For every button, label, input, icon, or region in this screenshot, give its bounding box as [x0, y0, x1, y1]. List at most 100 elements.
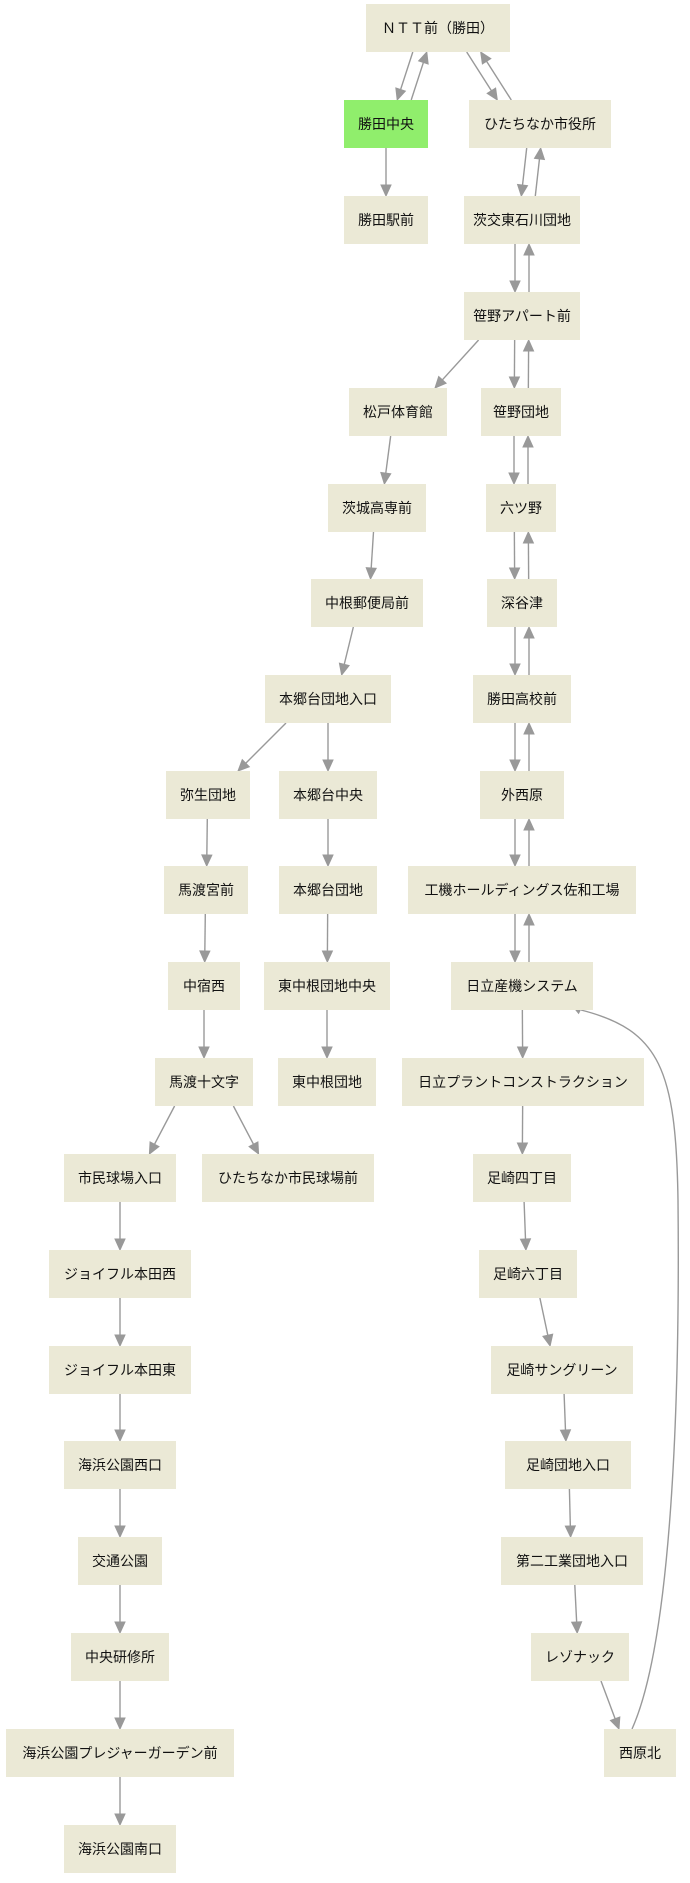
stop-label: 中央研修所: [85, 1650, 155, 1666]
stop-hongodai_danchi: 本郷台団地: [279, 866, 377, 914]
stop-box: [49, 1250, 191, 1298]
stop-label: 海浜公園プレジャーガーデン前: [22, 1745, 217, 1762]
stop-box: [480, 771, 564, 819]
edge-line: [152, 1105, 176, 1147]
edge-sasano_danchi-to-sasano_apart: [522, 338, 535, 389]
stop-label: 茨交東石川団地: [473, 212, 571, 229]
arrowhead: [570, 1621, 583, 1635]
stop-box: [479, 1250, 577, 1298]
stop-box: [71, 1633, 169, 1681]
arrowhead: [609, 1716, 621, 1731]
edge-line: [466, 51, 494, 93]
stop-mutsuno: 六ツ野: [486, 484, 556, 532]
stop-box: [264, 962, 390, 1010]
edge-ashizaki_danchi-to-daini_kogyo: [564, 1488, 577, 1539]
arrowhead: [148, 1141, 160, 1156]
stop-label: 本郷台中央: [293, 788, 363, 804]
edge-yayoi-to-mawatari_miyamae: [201, 818, 213, 868]
edge-line: [384, 435, 392, 476]
arrowhead: [380, 471, 392, 486]
edge-mutsuno-to-sasano_danchi: [522, 434, 534, 484]
edge-fukayatsu-to-mutsuno: [522, 530, 535, 580]
stop-label: 弥生団地: [180, 787, 236, 804]
arrowhead: [322, 759, 334, 773]
stop-box: [279, 866, 377, 914]
arrowhead: [564, 1525, 577, 1539]
edge-matsudo-to-ibaraki_kosen: [380, 435, 392, 486]
stop-label: 茨城高専前: [342, 500, 412, 517]
stop-box: [402, 1058, 644, 1106]
arrowhead: [114, 1238, 126, 1252]
stop-nishihara_kita: 西原北: [604, 1729, 676, 1777]
stop-label: 勝田駅前: [358, 212, 414, 229]
stop-box: [6, 1729, 234, 1777]
stop-ashizaki_sun: 足崎サングリーン: [491, 1346, 633, 1394]
stop-box: [49, 1346, 191, 1394]
stop-box: [408, 866, 636, 914]
stop-label: 笹野アパート前: [473, 308, 571, 325]
stop-box: [311, 579, 423, 627]
route-edges: [114, 50, 679, 1827]
edge-ntt-to-katsuta_chuo: [395, 51, 414, 102]
stop-box: [278, 1058, 376, 1106]
edge-koki-to-sotonishihara: [523, 817, 535, 866]
edge-ibaraki_kosen-to-nakane_yubin: [365, 531, 377, 581]
stop-label: 足崎六丁目: [493, 1267, 563, 1283]
stop-label: 勝田中央: [358, 117, 414, 133]
stop-ntt: ＮＴＴ前（勝田）: [366, 4, 510, 52]
stop-higashinakane: 東中根団地: [278, 1058, 376, 1106]
arrowhead: [519, 1238, 532, 1252]
edge-line: [539, 1297, 549, 1338]
edge-daini_kogyo-to-resonac: [570, 1584, 583, 1635]
arrowhead: [522, 530, 535, 544]
edge-ashizaki_4-to-ashizaki_6: [519, 1201, 532, 1252]
edge-hongodai_iriguchi-to-hongodai_chuo: [322, 723, 334, 773]
arrowhead: [522, 338, 535, 352]
arrowhead: [509, 950, 521, 964]
stop-label: 馬渡十文字: [169, 1075, 239, 1091]
stop-daini_kogyo: 第二工業団地入口: [501, 1537, 643, 1585]
stop-nakane_yubin: 中根郵便局前: [311, 579, 423, 627]
stop-box: [265, 675, 391, 723]
edge-hitachi_plant-to-ashizaki_4: [516, 1105, 529, 1156]
edge-line: [243, 722, 287, 766]
stop-box: [328, 484, 426, 532]
edge-sasano_apart-to-sasano_danchi: [508, 339, 521, 390]
edge-line: [600, 1680, 617, 1721]
stop-sasano_apart: 笹野アパート前: [464, 292, 580, 340]
arrowhead: [480, 50, 492, 65]
edge-shimin_iriguchi-to-joyful_nishi: [114, 1202, 126, 1252]
arrowhead: [321, 950, 334, 964]
stop-mawatari_jumonji: 馬渡十文字: [155, 1058, 253, 1106]
arrowhead: [523, 625, 535, 639]
stop-box: [469, 100, 611, 148]
edge-line: [343, 626, 355, 667]
stop-mawatari_miyamae: 馬渡宮前: [164, 866, 248, 914]
arrowhead: [509, 854, 521, 868]
stop-label: 工機ホールディングス佐和工場: [424, 882, 619, 899]
edge-ashizaki_sun-to-ashizaki_danchi: [559, 1393, 572, 1443]
stop-box: [486, 484, 556, 532]
stop-label: 第二工業団地入口: [516, 1553, 628, 1570]
stop-label: ひたちなか市民球場前: [218, 1170, 358, 1187]
edge-hitachi_sanki-to-koki: [523, 912, 535, 962]
stop-kotsu_koen: 交通公園: [78, 1537, 162, 1585]
edge-hitachinaka_shiyakusho-to-ntt: [480, 50, 512, 101]
edge-kaihin_nishi-to-kotsu_koen: [114, 1489, 126, 1539]
arrowhead: [523, 721, 535, 735]
stop-box: [487, 579, 557, 627]
arrowhead: [114, 1429, 126, 1443]
edge-line: [568, 1488, 572, 1529]
edge-joyful_nishi-to-joyful_higashi: [114, 1298, 126, 1348]
stop-box: [473, 1154, 571, 1202]
edge-joyful_higashi-to-kaihin_nishi: [114, 1394, 126, 1443]
stop-box: [491, 1346, 633, 1394]
stop-label: 松戸体育館: [363, 404, 433, 421]
stop-matsudo: 松戸体育館: [349, 388, 447, 436]
stop-label: 本郷台団地入口: [279, 692, 377, 708]
stop-kaihin_minami: 海浜公園南口: [64, 1825, 176, 1873]
stop-box: [279, 771, 377, 819]
arrowhead: [509, 663, 521, 677]
stop-label: 足崎四丁目: [487, 1171, 557, 1187]
